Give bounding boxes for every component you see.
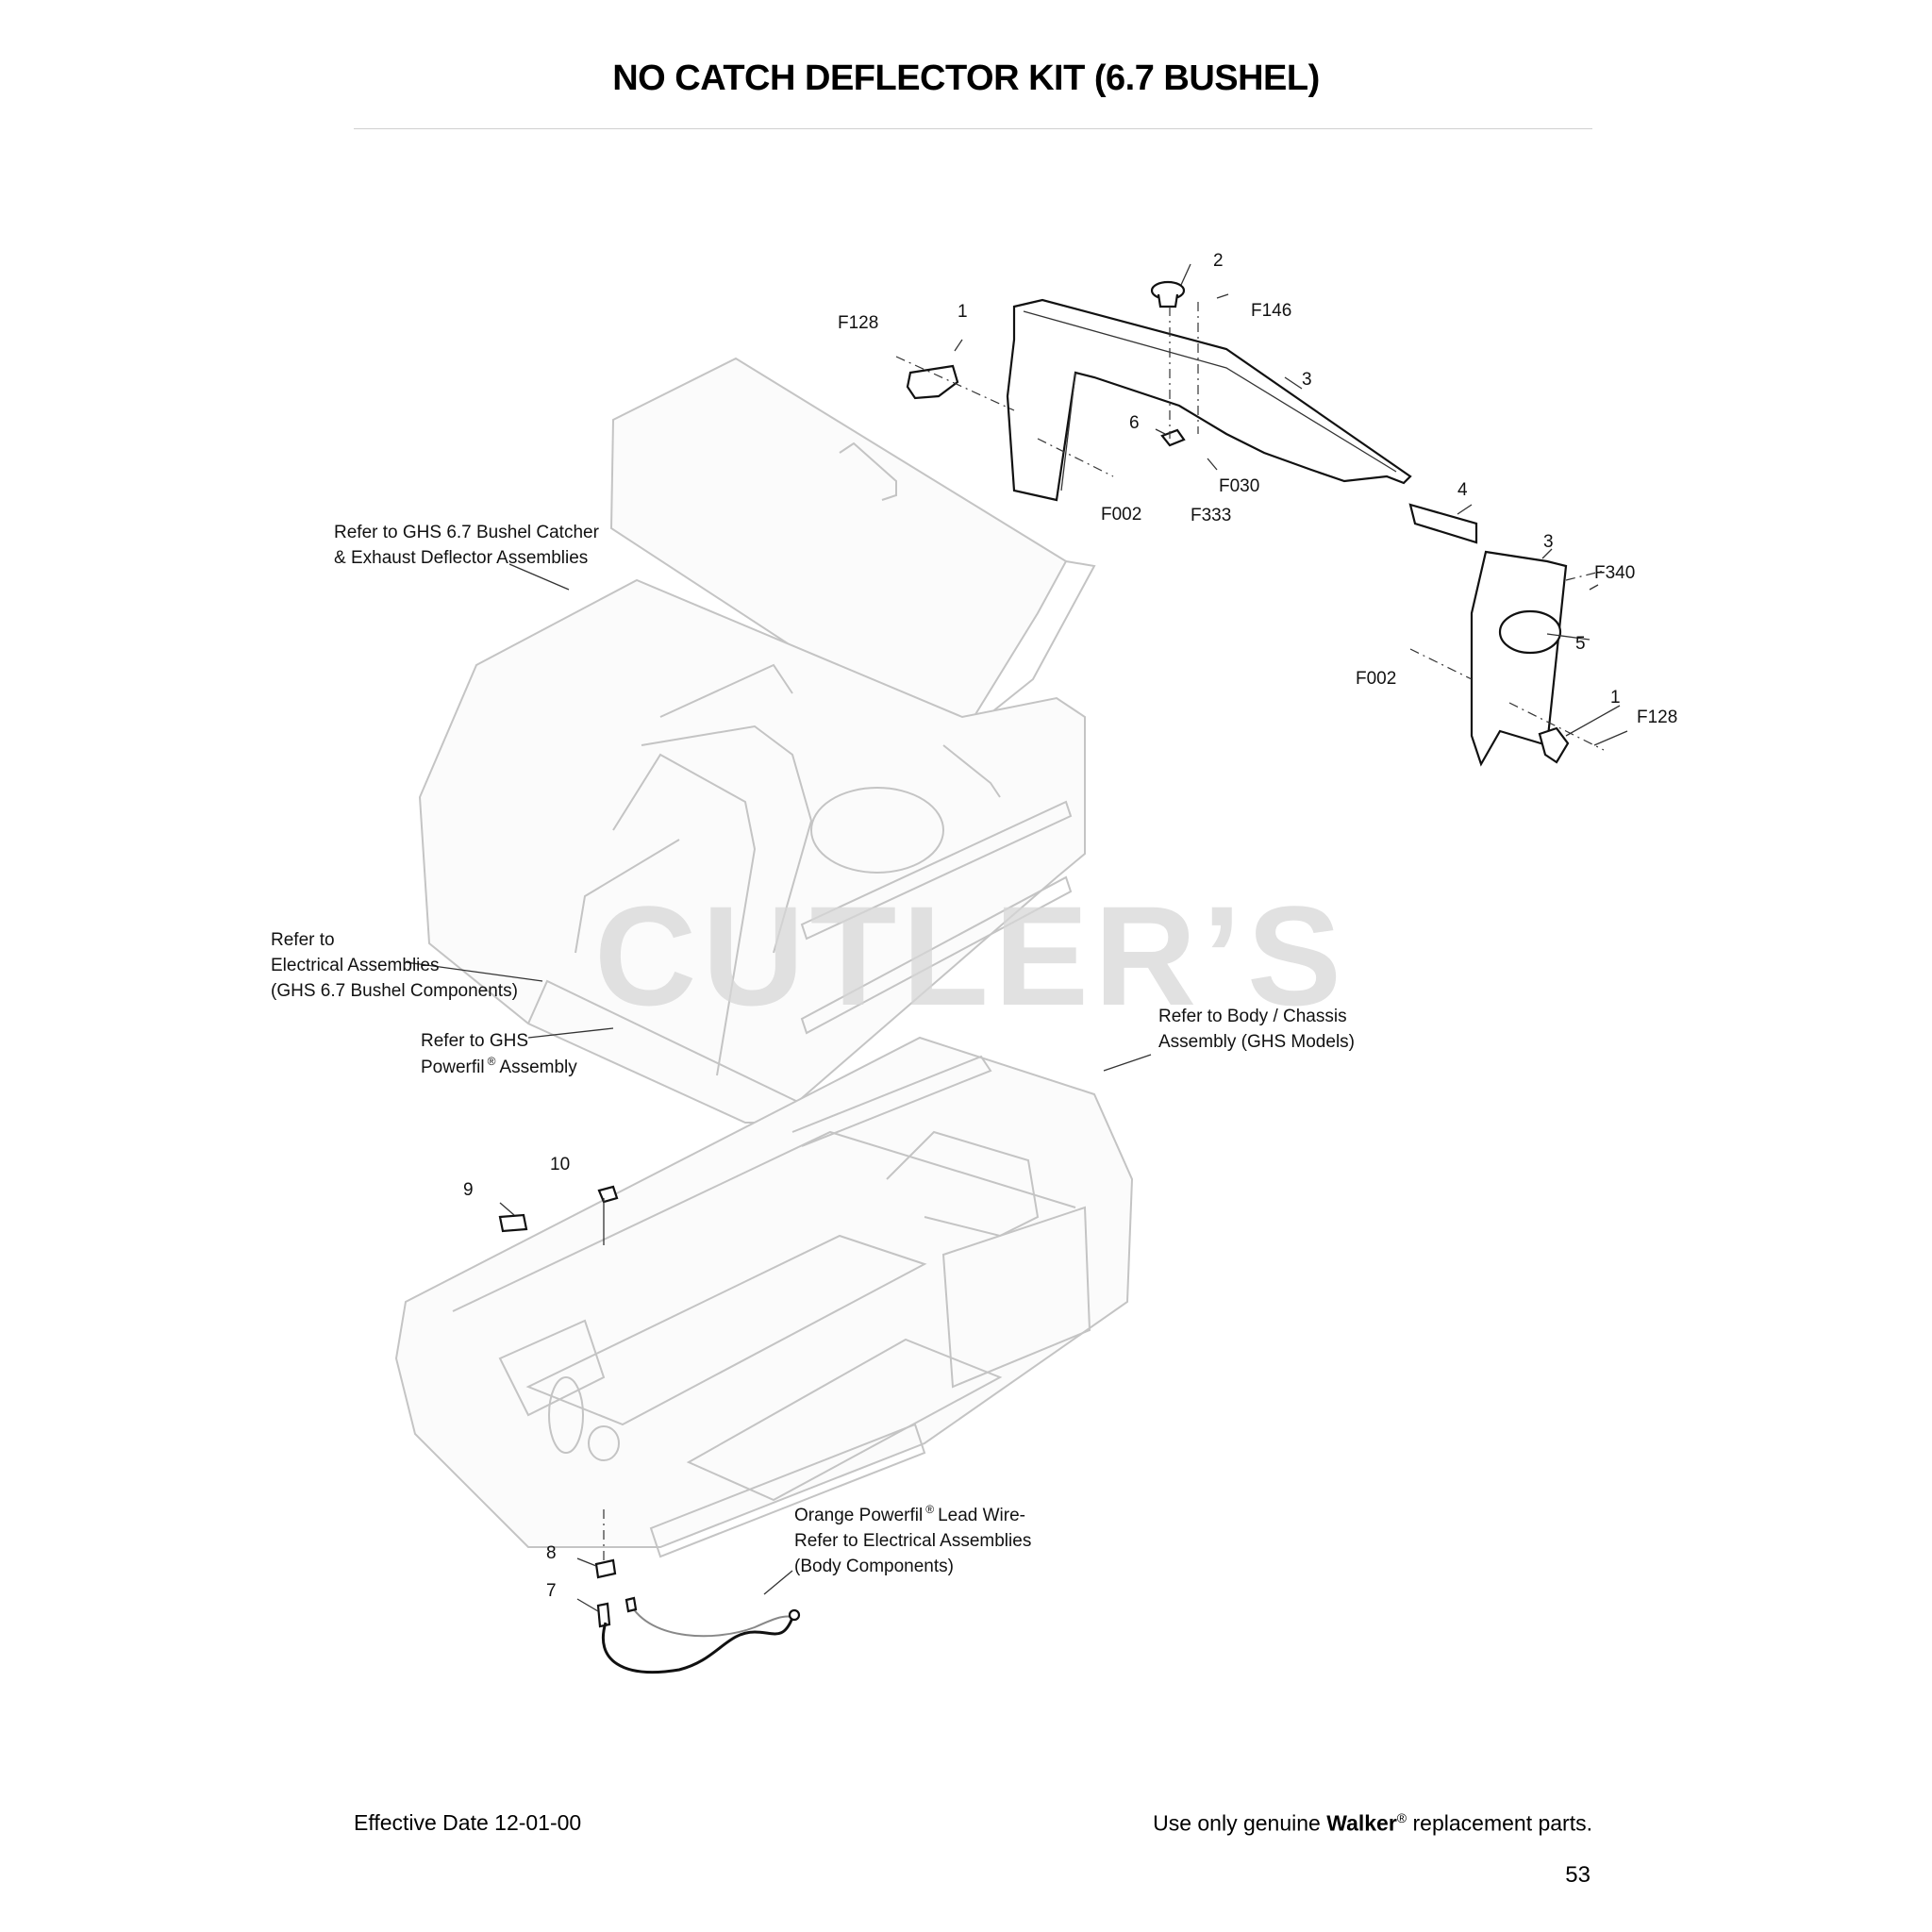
footer-prefix: Use only genuine (1153, 1810, 1327, 1836)
page-title: NO CATCH DEFLECTOR KIT (6.7 BUSHEL) (612, 58, 1320, 98)
reference-body-chassis: Refer to Body / Chassis Assembly (GHS Mo… (1158, 1007, 1355, 1052)
reference-lead-line1: Orange Powerfil® Lead Wire- (794, 1503, 1025, 1525)
reference-catcher: Refer to GHS 6.7 Bushel Catcher & Exhaus… (334, 523, 600, 568)
reference-electrical-line3: (GHS 6.7 Bushel Components) (271, 981, 518, 1001)
callout-f002-mid: F002 (1356, 669, 1396, 689)
callout-f333: F333 (1191, 506, 1231, 525)
part-1-top-bracket (906, 364, 959, 400)
part-4-hinge (1408, 503, 1478, 544)
callout-8: 8 (546, 1543, 557, 1563)
part-3-top-deflector (1006, 298, 1412, 502)
part-8-switch (594, 1558, 617, 1579)
footer-note: Use only genuine Walker® replacement par… (1153, 1810, 1592, 1837)
callouts: F128 1 2 F146 3 6 F030 F002 F333 4 3 F34… (463, 251, 1677, 1601)
callout-f128-bottom: F128 (1637, 708, 1677, 727)
reference-catcher-line2: & Exhaust Deflector Assemblies (334, 548, 588, 568)
part-10-knob (597, 1185, 619, 1245)
callout-3-mid: 3 (1543, 532, 1554, 552)
registered-mark: ® (925, 1503, 934, 1516)
reference-powerfil-line1: Refer to GHS (421, 1031, 528, 1051)
leader-lines (405, 263, 1628, 1612)
center-lines (603, 302, 1605, 1561)
footer-brand: Walker (1326, 1810, 1397, 1836)
callout-f340: F340 (1594, 563, 1635, 583)
reference-powerfil-assembly: Assembly (499, 1058, 577, 1077)
callout-1-bottom: 1 (1610, 688, 1621, 708)
reference-body-line1: Refer to Body / Chassis (1158, 1007, 1347, 1026)
part-3-side-deflector (1470, 550, 1568, 767)
callout-2: 2 (1213, 251, 1224, 271)
catcher-body-ghost (394, 357, 1134, 1558)
part-6-washer (1160, 428, 1186, 447)
callout-1-top: 1 (958, 302, 968, 322)
reference-powerfil: Refer to GHS Powerfil®Assembly (421, 1031, 577, 1077)
reference-lead-line3: (Body Components) (794, 1557, 954, 1576)
callout-3-top: 3 (1302, 370, 1312, 390)
reference-lead-name: Orange Powerfil (794, 1506, 923, 1525)
callout-f146: F146 (1251, 301, 1291, 321)
part-2-knob (1150, 280, 1186, 308)
reference-electrical: Refer to Electrical Assemblies (GHS 6.7 … (271, 930, 518, 1001)
part-7-wire-harness (596, 1596, 801, 1674)
reference-catcher-line1: Refer to GHS 6.7 Bushel Catcher (334, 523, 600, 542)
callout-f030: F030 (1219, 476, 1259, 496)
callout-10: 10 (550, 1155, 570, 1174)
title-divider (354, 128, 1592, 129)
part-9-decal (498, 1213, 528, 1233)
footer-brand-mark: ® (1396, 1810, 1407, 1825)
registered-mark: ® (488, 1055, 496, 1068)
reference-powerfil-line2: Powerfil®Assembly (421, 1055, 577, 1077)
callout-6: 6 (1129, 413, 1140, 433)
callout-4: 4 (1457, 480, 1468, 500)
callout-7: 7 (546, 1581, 557, 1601)
reference-powerfil-name: Powerfil (421, 1058, 485, 1077)
reference-body-line2: Assembly (GHS Models) (1158, 1032, 1355, 1052)
reference-lead-wire-text: Lead Wire- (938, 1506, 1025, 1525)
page-number: 53 (1565, 1862, 1591, 1888)
reference-electrical-line2: Electrical Assemblies (271, 956, 439, 975)
reference-lead-line2: Refer to Electrical Assemblies (794, 1531, 1031, 1551)
watermark: CUTLER’S (594, 876, 1347, 1035)
effective-date: Effective Date 12-01-00 (354, 1810, 582, 1835)
callout-5: 5 (1575, 634, 1586, 654)
reference-electrical-line1: Refer to (271, 930, 335, 950)
part-1-bottom-bracket (1538, 726, 1570, 764)
callout-9: 9 (463, 1180, 474, 1200)
footer-suffix: replacement parts. (1407, 1810, 1593, 1836)
reference-lead-wire: Orange Powerfil® Lead Wire- Refer to Elec… (794, 1503, 1031, 1576)
callout-f128-top: F128 (838, 313, 878, 333)
callout-f002-top: F002 (1101, 505, 1141, 525)
